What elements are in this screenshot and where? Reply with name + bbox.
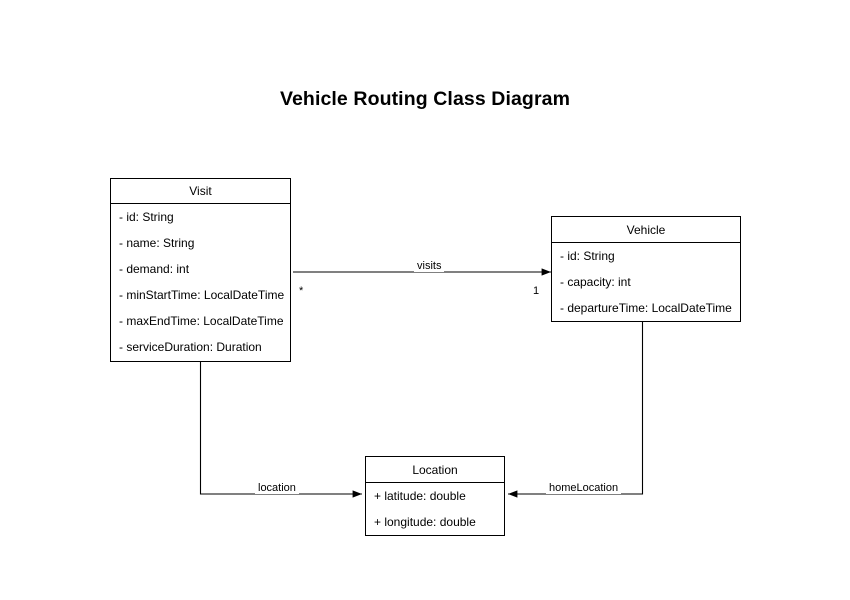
edge-label-home-location: homeLocation — [546, 482, 622, 494]
uml-attribute: + longitude: double — [374, 515, 476, 529]
uml-class-location[interactable]: Location + latitude: double + longitude:… — [365, 456, 505, 536]
uml-class-vehicle[interactable]: Vehicle - id: String - capacity: int - d… — [551, 216, 741, 322]
uml-attribute: - id: String — [560, 249, 615, 263]
uml-class-name-vehicle: Vehicle — [552, 217, 740, 243]
multiplicity-vehicle-one: 1 — [533, 285, 540, 297]
uml-attribute: - maxEndTime: LocalDateTime — [119, 314, 284, 328]
uml-attributes-visit: - id: String - name: String - demand: in… — [111, 204, 290, 360]
page-title: Vehicle Routing Class Diagram — [279, 88, 571, 110]
uml-attribute: - name: String — [119, 236, 195, 250]
uml-attribute: + latitude: double — [374, 489, 466, 503]
uml-attribute: - demand: int — [119, 262, 190, 276]
edge-label-location: location — [255, 482, 299, 494]
uml-attribute: - minStartTime: LocalDateTime — [119, 288, 285, 302]
uml-class-name-location: Location — [366, 457, 504, 483]
edge-location — [199, 362, 363, 498]
uml-attributes-location: + latitude: double + longitude: double — [366, 483, 504, 535]
uml-attribute: - departureTime: LocalDateTime — [560, 301, 732, 315]
uml-attribute: - serviceDuration: Duration — [119, 340, 262, 354]
uml-attribute: - id: String — [119, 210, 174, 224]
uml-attributes-vehicle: - id: String - capacity: int - departure… — [552, 243, 740, 321]
multiplicity-visit-many: * — [299, 285, 304, 297]
edge-label-visits: visits — [414, 260, 445, 272]
uml-class-name-visit: Visit — [111, 179, 290, 204]
uml-attribute: - capacity: int — [560, 275, 631, 289]
uml-class-visit[interactable]: Visit - id: String - name: String - dema… — [110, 178, 291, 362]
edge-home-location — [507, 322, 644, 498]
